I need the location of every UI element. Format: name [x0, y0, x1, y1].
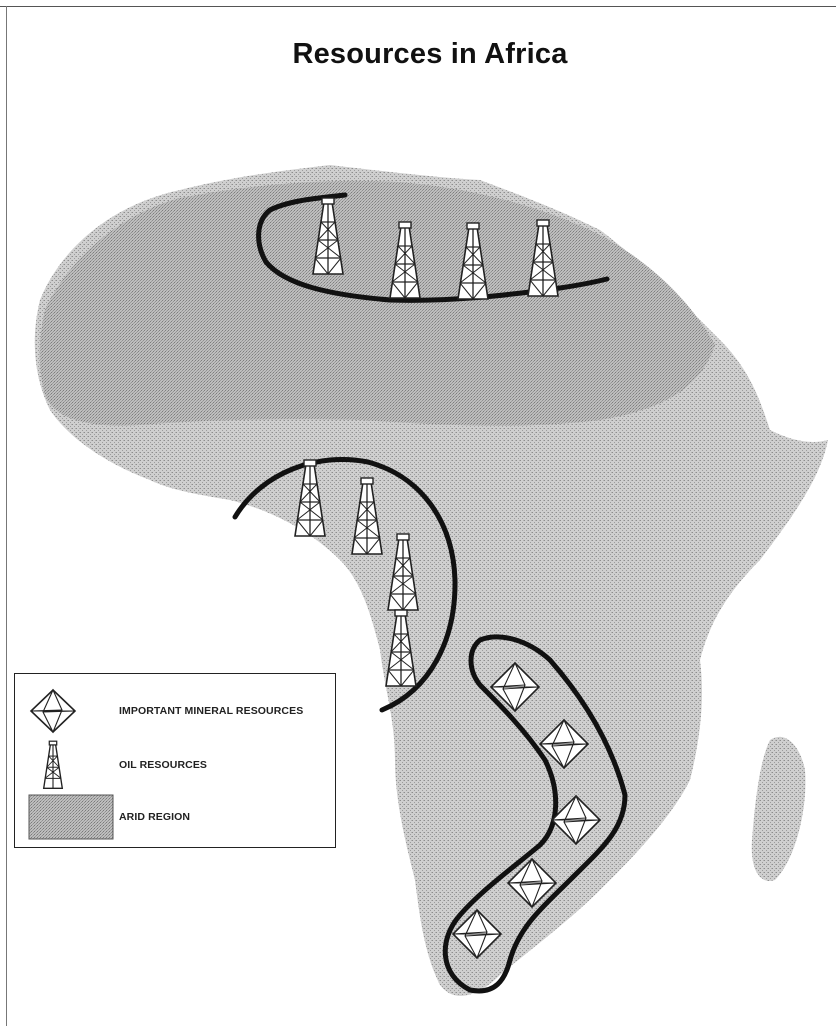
west-africa-oil-boundary — [232, 456, 458, 713]
map-legend: IMPORTANT MINERAL RESOURCES OIL RESOURCE… — [14, 673, 336, 848]
legend-item-arid: ARID REGION — [15, 792, 335, 842]
legend-label-mineral: IMPORTANT MINERAL RESOURCES — [119, 705, 304, 717]
north-africa-oil-boundary — [256, 192, 610, 303]
diamond-mineral-icon — [29, 688, 77, 734]
legend-item-oil: OIL RESOURCES — [15, 740, 335, 790]
legend-item-mineral: IMPORTANT MINERAL RESOURCES — [15, 686, 335, 736]
legend-label-oil: OIL RESOURCES — [119, 759, 208, 771]
frame-left-rule — [6, 6, 7, 1026]
sahara-arid-region — [39, 180, 715, 426]
madagascar-island — [751, 736, 806, 881]
mineral-belt-boundary — [442, 634, 628, 994]
legend-label-arid: ARID REGION — [119, 811, 191, 823]
arid-region-swatch — [28, 794, 114, 840]
frame-top-rule — [0, 6, 836, 7]
oil-derrick-icon — [42, 740, 64, 790]
map-title: Resources in Africa — [292, 38, 568, 70]
